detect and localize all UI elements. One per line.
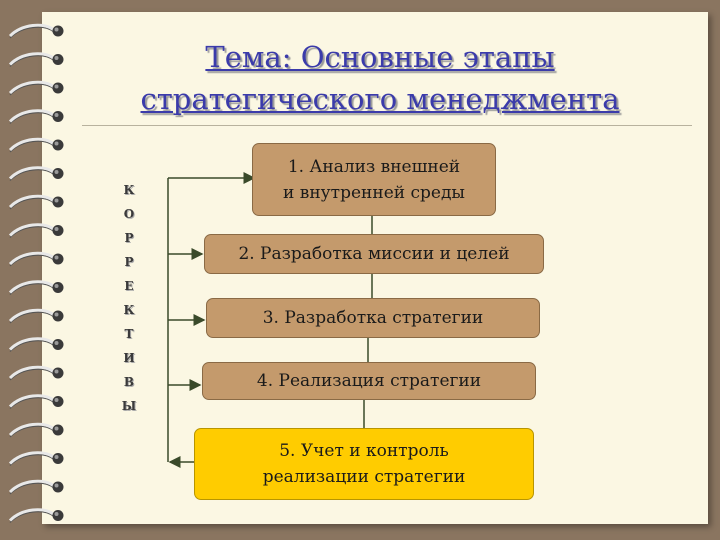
stage-5-line-2: реализации стратегии bbox=[263, 464, 466, 490]
stage-1-line-1: 1. Анализ внешней bbox=[288, 154, 460, 180]
stage-2-label: 2. Разработка миссии и целей bbox=[238, 241, 509, 267]
stage-5-line-1: 5. Учет и контроль bbox=[279, 438, 449, 464]
stage-2-box: 2. Разработка миссии и целей bbox=[204, 234, 544, 274]
stage-4-box: 4. Реализация стратегии bbox=[202, 362, 536, 400]
stage-1-line-2: и внутренней среды bbox=[283, 180, 465, 206]
stage-1-box: 1. Анализ внешней и внутренней среды bbox=[252, 143, 496, 216]
stage-3-label: 3. Разработка стратегии bbox=[263, 305, 484, 331]
stage-3-box: 3. Разработка стратегии bbox=[206, 298, 540, 338]
stage-5-box: 5. Учет и контроль реализации стратегии bbox=[194, 428, 534, 500]
stage-4-label: 4. Реализация стратегии bbox=[257, 368, 481, 394]
